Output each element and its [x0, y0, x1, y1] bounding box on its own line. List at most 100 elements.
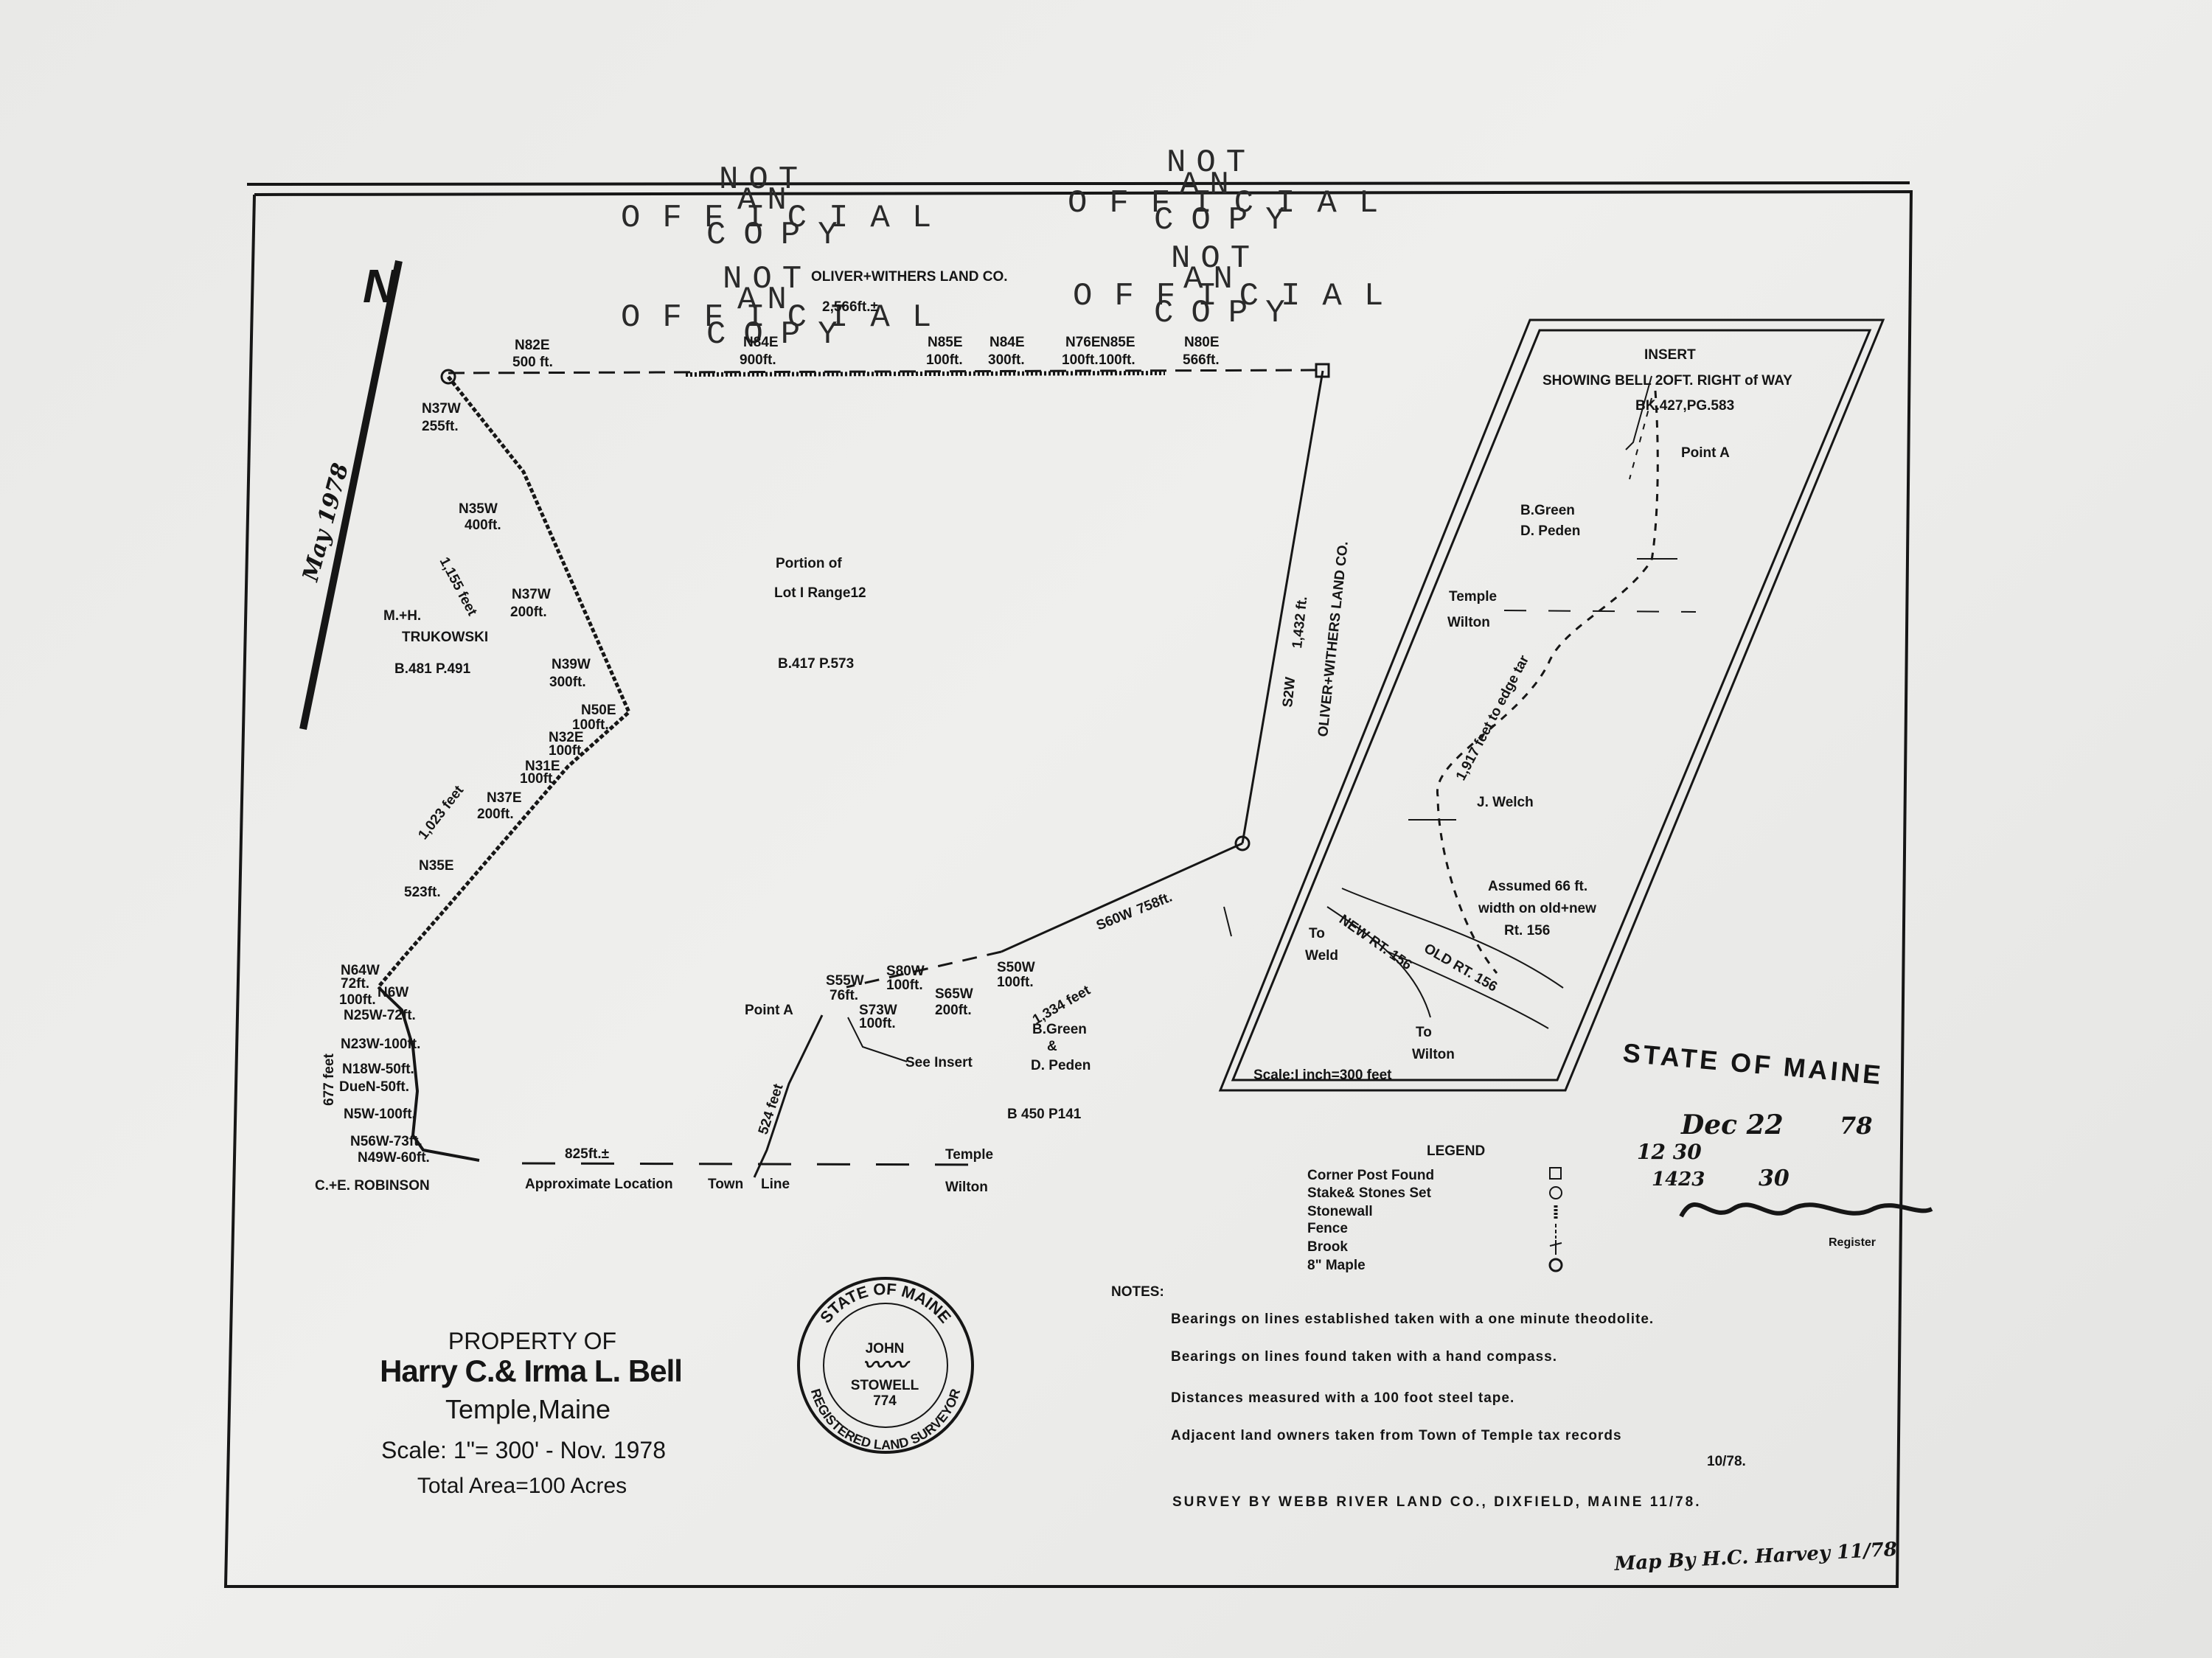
south_segments-2-dist-text: 100ft.	[886, 978, 923, 993]
parcel-ref-text: B.417 P.573	[778, 656, 854, 672]
registry_stamp-header-text: STATE OF MAINE	[1621, 1037, 1885, 1090]
west_segments-1-bearing-text: N35W	[459, 501, 498, 517]
parcel-line2-text: Lot I Range12	[774, 585, 866, 601]
point_a-text: Point A	[745, 1003, 793, 1018]
notes-lines-0-text: Bearings on lines established taken with…	[1171, 1312, 1654, 1327]
title_block-line4-text: Scale: 1"= 300' - Nov. 1978	[381, 1437, 666, 1463]
insert-to_wilton2-text: Wilton	[1412, 1047, 1455, 1062]
top_boundary-segments-3-bearing-text: N84E	[990, 335, 1025, 350]
watermark-word1-text: NOT	[1171, 240, 1260, 277]
top_boundary-total-text: 2,566ft.±	[822, 299, 878, 315]
watermark-word2-text: AN	[1180, 167, 1239, 203]
southwest_segments-5-text: N56W-73ft.	[350, 1134, 422, 1149]
legend-title-text: LEGEND	[1427, 1143, 1485, 1159]
notes-lines-1-text: Bearings on lines found taken with a han…	[1171, 1349, 1557, 1365]
west-owner-label: M.+H. TRUKOWSKI B.481 P.491	[383, 608, 488, 677]
notes-lines-2-text: Distances measured with a 100 foot steel…	[1171, 1390, 1514, 1406]
south_owner-line2-text: &	[1047, 1039, 1057, 1054]
west_totals-upper-text: 1,155 feet	[437, 554, 481, 619]
parcel-line1-text: Portion of	[776, 556, 842, 571]
watermark-word4-text: COPY	[706, 217, 855, 254]
surveyor_seal-name2-text: STOWELL	[851, 1378, 919, 1393]
insert-wilton-text: Wilton	[1447, 615, 1490, 630]
insert-old_rt-text: OLD RT. 156	[1422, 941, 1500, 995]
west_segments-8-bearing-text: N35E	[419, 858, 454, 874]
top_boundary-segments-1-dist-text: 900ft.	[740, 352, 776, 368]
watermark-word3-text: OFFICIAL	[621, 200, 953, 237]
notes-heading-text: NOTES:	[1111, 1284, 1164, 1300]
insert-to_wilton1-text: To	[1416, 1025, 1432, 1040]
legend-items-3-text: Fence	[1307, 1221, 1348, 1236]
town_line-label1-text: Approximate Location	[525, 1177, 673, 1192]
watermark-word3-text: OFFICIAL	[1068, 185, 1400, 222]
not-official-copy-watermark: NOT AN OFFICIAL COPY NOT AN OFFICIAL COP…	[621, 144, 1405, 353]
map-border	[223, 181, 1913, 1588]
southwest_segments-6-text: N49W-60ft.	[358, 1150, 430, 1166]
watermark-word4-text: COPY	[706, 316, 855, 353]
south_owner-ref-text: B 450 P141	[1007, 1107, 1082, 1122]
southwest_segments-4-text: N5W-100ft.	[344, 1107, 416, 1122]
top_boundary-segments-3-dist-text: 300ft.	[988, 352, 1025, 368]
title_block-line1-text: PROPERTY OF	[448, 1328, 616, 1354]
south-boundary-labels: Point A S55W 76ft. S73W 100ft. S80W 100f…	[745, 890, 1175, 1137]
registry_stamp-book-text: 1423	[1652, 1168, 1705, 1191]
notes: NOTES: Bearings on lines established tak…	[1111, 1284, 1746, 1510]
title-block: PROPERTY OF Harry C.& Irma L. Bell Templ…	[380, 1328, 683, 1498]
town_line-south-text: Wilton	[945, 1180, 988, 1195]
registry_stamp-year-text: 78	[1840, 1112, 1873, 1140]
insert-note3-text: Rt. 156	[1504, 923, 1550, 938]
east_boundary-bearing-text: S2W	[1280, 676, 1298, 708]
surveyor-signature: 〰〰	[863, 1353, 911, 1379]
notes-lines-3-text: Adjacent land owners taken from Town of …	[1171, 1428, 1622, 1443]
town_line-dist-text: 825ft.±	[565, 1146, 609, 1162]
insert-owner3-text: J. Welch	[1477, 795, 1534, 810]
insert-to_weld2-text: Weld	[1305, 948, 1338, 964]
top_boundary-segments-5-bearing-text: N85E	[1100, 335, 1135, 350]
top_boundary-owner-text: OLIVER+WITHERS LAND CO.	[811, 269, 1008, 285]
west_segments-0-dist-text: 255ft.	[422, 419, 459, 434]
notes-survey-text: SURVEY BY WEBB RIVER LAND CO., DIXFIELD,…	[1172, 1494, 1702, 1510]
watermark-word2-text: AN	[1183, 261, 1243, 298]
south_segments-5-bearing-text: S60W	[1094, 905, 1135, 934]
town-line-labels: 825ft.± Approximate Location Town Line T…	[525, 1146, 993, 1195]
registry_stamp-time-text: 12 30	[1637, 1140, 1702, 1164]
legend-items-2-text: Stonewall	[1307, 1204, 1373, 1219]
west_segments-6-dist-text: 100ft.	[520, 771, 557, 787]
town_line-label3-text: Line	[761, 1177, 790, 1192]
west_segments-2-bearing-text: N37W	[512, 587, 551, 602]
southwest_segments-3-text: DueN-50ft.	[339, 1079, 409, 1095]
north_arrow-letter-text: N	[363, 260, 398, 313]
top-boundary-labels: OLIVER+WITHERS LAND CO. 2,566ft.± N82E 5…	[512, 269, 1220, 370]
top_boundary-segments-2-bearing-text: N85E	[928, 335, 963, 350]
stake-and-stones-marker-icon	[1234, 835, 1251, 851]
surveyor_seal-name1-text: JOHN	[866, 1341, 905, 1356]
watermark-word4-text: COPY	[1154, 295, 1303, 332]
legend-items-5-text: 8" Maple	[1307, 1258, 1366, 1273]
east_boundary-owner-text: OLIVER+WITHERS LAND CO.	[1315, 540, 1352, 737]
legend-items-4-text: Brook	[1307, 1239, 1348, 1255]
southwest_owner-text: C.+E. ROBINSON	[315, 1178, 430, 1194]
watermark-word1-text: NOT	[719, 161, 808, 198]
south_segments-2-bearing-text: S80W	[886, 964, 925, 979]
watermark-word3-text: OFFICIAL	[621, 299, 953, 336]
insert-length-text: 1,917 feet to edge tar	[1453, 652, 1533, 783]
insert-scale-text: Scale:I inch=300 feet	[1253, 1067, 1392, 1083]
west_owner-line1-text: M.+H.	[383, 608, 421, 624]
top_boundary-segments-1-bearing-text: N84E	[743, 335, 779, 350]
row_length-text: 524 feet	[756, 1081, 787, 1136]
registry_stamp-register-text: Register	[1829, 1236, 1876, 1249]
legend: LEGEND Corner Post Found Stake& Stones S…	[1307, 1143, 1563, 1273]
insert-temple-text: Temple	[1449, 589, 1497, 605]
west_segments-5-dist-text: 100ft.	[549, 743, 585, 759]
southwest_segments-2-text: N18W-50ft.	[342, 1062, 414, 1077]
south_segments-3-dist-text: 200ft.	[935, 1003, 972, 1018]
southwest-boundary-labels: N25W-72ft. N23W-100ft. N18W-50ft. DueN-5…	[315, 1008, 430, 1194]
insert-note1-text: Assumed 66 ft.	[1488, 879, 1587, 894]
watermark-word3-text: OFFICIAL	[1073, 278, 1405, 315]
west_totals-lower-text: 677 feet	[321, 1053, 337, 1106]
property-boundary	[377, 369, 1324, 1178]
top_boundary-segments-0-bearing-text: N82E	[515, 338, 550, 353]
registry_stamp-date-text: Dec 22	[1680, 1110, 1784, 1140]
watermark-word1-text: NOT	[723, 261, 812, 298]
